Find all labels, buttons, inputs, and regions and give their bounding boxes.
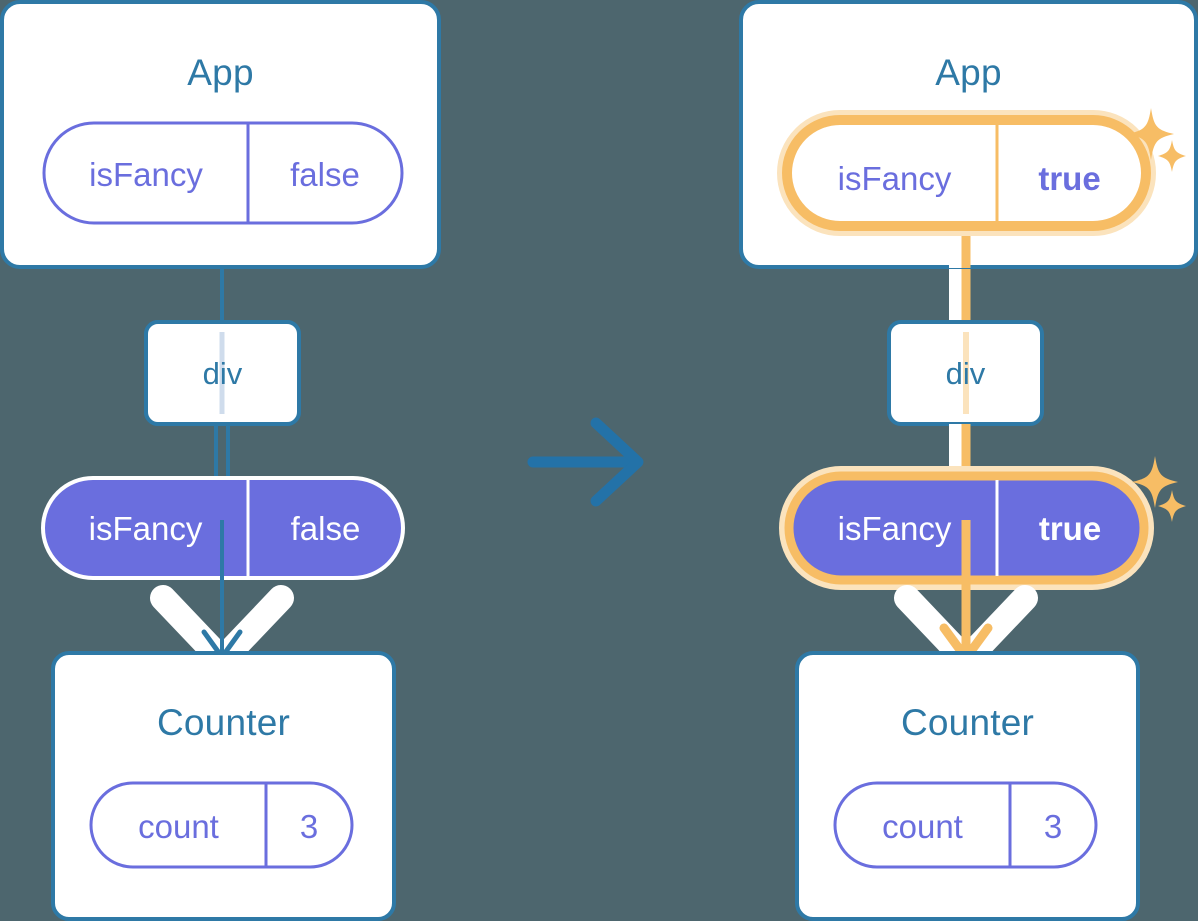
counter-state-pill-after [833,781,1098,869]
sparkle-icon-props-after [1132,456,1186,522]
counter-state-pill-before [89,781,354,869]
transition-arrow-icon [527,417,644,507]
div-card-border-before [144,320,301,426]
sparkle-icon-app-after [1128,108,1186,172]
app-state-pill-before [42,121,404,225]
app-state-pill-ring-after [782,115,1151,231]
